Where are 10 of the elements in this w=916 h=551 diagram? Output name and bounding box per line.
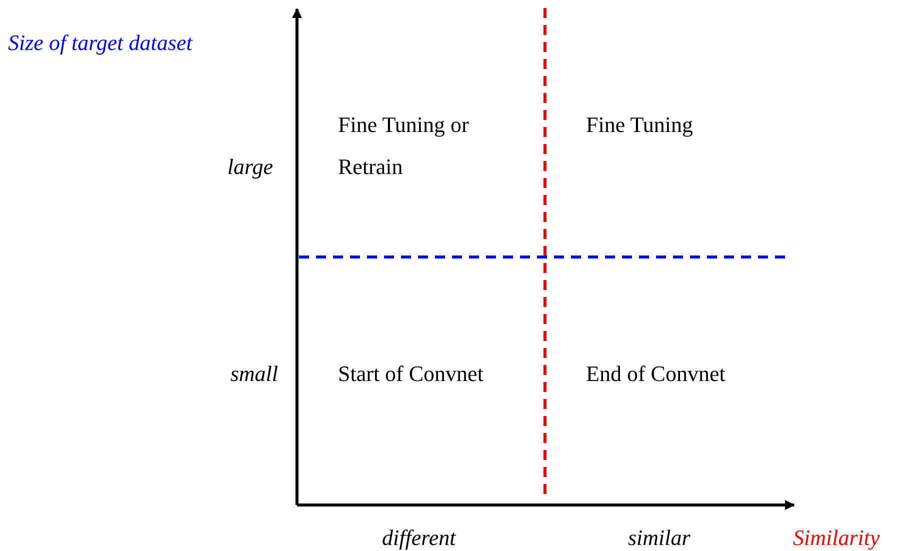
- axis-tick-label: small: [230, 360, 278, 388]
- quadrant-text: End of Convnet: [586, 360, 726, 388]
- axis-tick-label: different: [382, 524, 456, 551]
- axis-tick-label: large: [227, 153, 273, 181]
- quadrant-text: Start of Convnet: [338, 360, 484, 388]
- quadrant-text: Fine Tuning: [586, 111, 693, 139]
- axis-title: Size of target dataset: [8, 29, 192, 57]
- quadrant-text: Fine Tuning or Retrain: [338, 111, 470, 181]
- axis-tick-label: similar: [628, 524, 690, 551]
- axis-title: Similarity: [793, 524, 880, 551]
